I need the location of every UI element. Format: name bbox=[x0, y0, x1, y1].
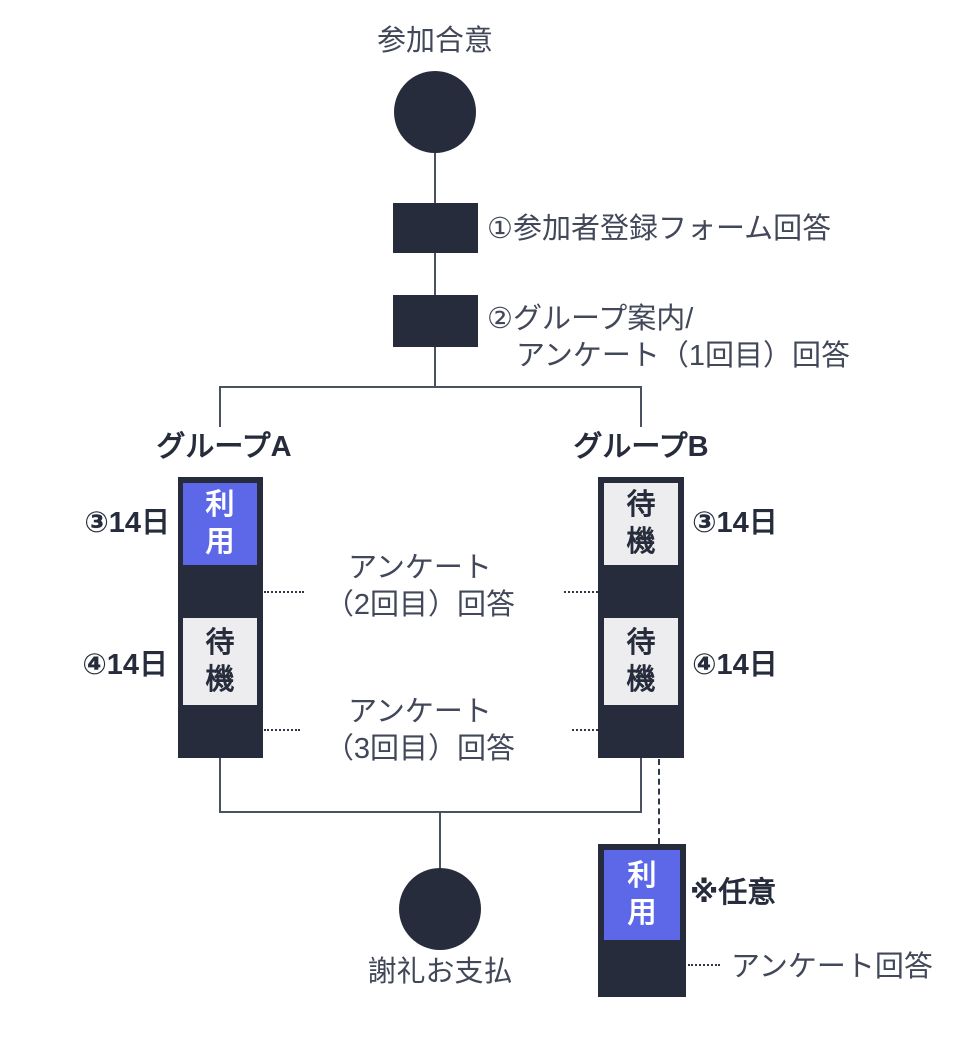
optional-usage-line2: 用 bbox=[627, 897, 657, 929]
group-b-duration1-label: ③14日 bbox=[692, 507, 778, 539]
branch-line bbox=[219, 386, 642, 388]
optional-usage-box: 利 用 bbox=[604, 850, 680, 940]
survey3-dotted-right bbox=[572, 729, 598, 731]
group-b-title: グループB bbox=[573, 431, 709, 463]
start-label: 参加合意 bbox=[376, 25, 493, 57]
group-b-waiting1-line2: 機 bbox=[626, 526, 656, 558]
connector-step1-step2 bbox=[434, 253, 436, 295]
optional-survey-dotted bbox=[688, 964, 720, 966]
group-a-usage-line2: 用 bbox=[205, 526, 235, 558]
step1-node bbox=[393, 203, 478, 253]
survey3-label-line2: （3回目）回答 bbox=[324, 733, 516, 765]
survey2-label-line2: （2回目）回答 bbox=[324, 589, 516, 621]
survey3-dotted-left bbox=[264, 729, 300, 731]
group-a-waiting-line1: 待 bbox=[205, 626, 235, 659]
optional-usage-column: 利 用 bbox=[598, 844, 686, 997]
survey3-label: アンケート （3回目）回答 bbox=[305, 694, 535, 768]
reward-label: 謝礼お支払 bbox=[367, 956, 513, 988]
reward-node bbox=[399, 868, 481, 950]
survey2-label: アンケート （2回目）回答 bbox=[305, 550, 535, 624]
group-a-waiting-line2: 機 bbox=[205, 663, 235, 696]
branch-stub-group-b bbox=[640, 386, 642, 427]
group-b-bottom-connector bbox=[640, 758, 642, 812]
group-a-duration2-label: ④14日 bbox=[82, 649, 168, 681]
survey2-label-line1: アンケート bbox=[348, 552, 492, 584]
group-a-usage-line1: 利 bbox=[205, 489, 235, 521]
group-a-column: 利 用 待 機 bbox=[178, 477, 263, 758]
group-b-waiting1-box: 待 機 bbox=[604, 483, 678, 565]
connector-start-step1 bbox=[434, 153, 436, 203]
group-a-usage-box: 利 用 bbox=[183, 483, 257, 565]
group-b-waiting1-line1: 待 bbox=[626, 489, 656, 521]
survey2-dotted-right bbox=[564, 591, 598, 593]
survey3-label-line1: アンケート bbox=[348, 696, 492, 728]
branch-stub-group-a bbox=[219, 386, 221, 427]
group-a-bottom-connector bbox=[219, 758, 221, 812]
group-a-title: グループA bbox=[156, 431, 292, 463]
group-b-waiting2-box: 待 機 bbox=[604, 618, 678, 705]
step1-label: ①参加者登録フォーム回答 bbox=[487, 213, 832, 245]
group-b-duration2-label: ④14日 bbox=[692, 649, 778, 681]
connector-step2-branch bbox=[434, 347, 436, 387]
step2-label-line2: アンケート（1回目）回答 bbox=[516, 340, 850, 372]
optional-note-label: ※任意 bbox=[690, 877, 777, 909]
survey2-dotted-left bbox=[264, 591, 304, 593]
merge-line bbox=[219, 811, 642, 813]
optional-survey-label: アンケート回答 bbox=[731, 951, 933, 983]
group-a-duration1-label: ③14日 bbox=[84, 507, 170, 539]
group-a-waiting-box: 待 機 bbox=[183, 618, 257, 705]
start-node bbox=[394, 71, 476, 153]
merge-drop-connector bbox=[439, 812, 441, 868]
group-b-waiting2-line2: 機 bbox=[626, 663, 656, 696]
optional-dashed-connector bbox=[658, 759, 660, 844]
step2-node bbox=[393, 295, 478, 347]
step2-label: ②グループ案内/ アンケート（1回目）回答 bbox=[487, 301, 850, 375]
step2-label-line1: ②グループ案内/ bbox=[487, 303, 694, 335]
group-b-waiting2-line1: 待 bbox=[626, 626, 656, 659]
optional-usage-line1: 利 bbox=[627, 860, 657, 892]
group-b-column: 待 機 待 機 bbox=[598, 477, 684, 758]
